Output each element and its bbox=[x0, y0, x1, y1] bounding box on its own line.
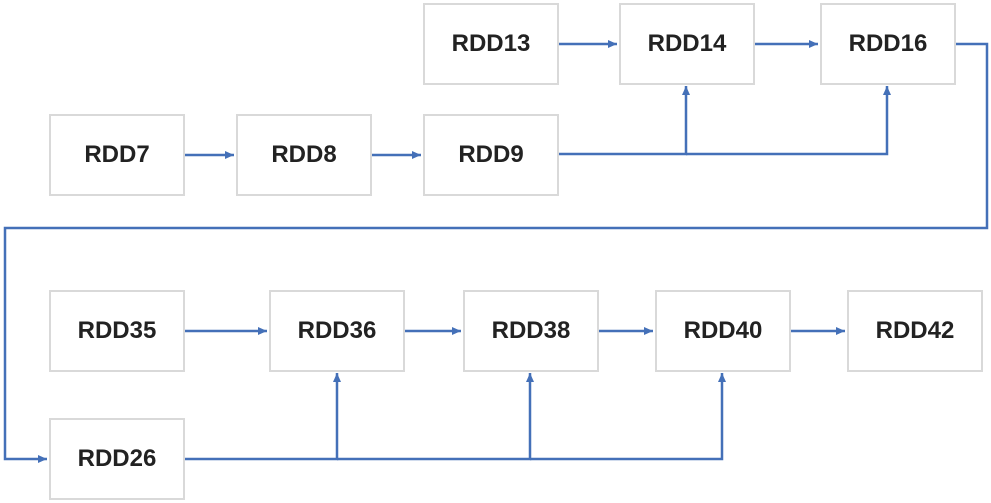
node-rdd38: RDD38 bbox=[463, 290, 599, 372]
node-rdd14: RDD14 bbox=[619, 3, 755, 85]
edge-rdd9-to-rdd16 bbox=[686, 86, 891, 156]
node-rdd26: RDD26 bbox=[49, 418, 185, 500]
node-rdd8: RDD8 bbox=[236, 114, 372, 196]
edge-rdd9-to-rdd14 bbox=[557, 86, 690, 156]
node-rdd36: RDD36 bbox=[269, 290, 405, 372]
node-rdd13: RDD13 bbox=[423, 3, 559, 85]
node-rdd7: RDD7 bbox=[49, 114, 185, 196]
node-rdd9: RDD9 bbox=[423, 114, 559, 196]
edge-rdd26-to-rdd40 bbox=[530, 373, 726, 461]
edge-rdd26-to-rdd36 bbox=[185, 373, 341, 461]
edge-rdd26-to-rdd38 bbox=[337, 373, 534, 461]
node-rdd40: RDD40 bbox=[655, 290, 791, 372]
node-rdd16: RDD16 bbox=[820, 3, 956, 85]
edge-rdd16-to-rdd26 bbox=[3, 42, 989, 463]
node-rdd35: RDD35 bbox=[49, 290, 185, 372]
node-rdd42: RDD42 bbox=[847, 290, 983, 372]
